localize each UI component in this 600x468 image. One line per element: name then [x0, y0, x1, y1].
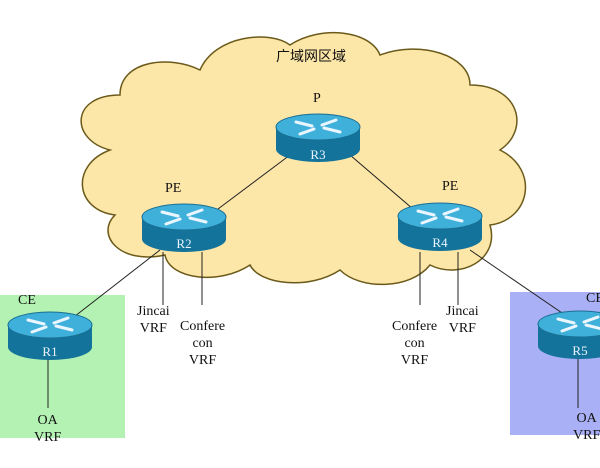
role-p: P — [313, 91, 321, 106]
link-r1-r2 — [69, 249, 161, 321]
router-label-r2: R2 — [176, 236, 192, 251]
role-pe-left: PE — [165, 181, 182, 196]
role-pe-right: PE — [442, 179, 459, 194]
router-r2-icon — [141, 203, 227, 252]
router-label-r4: R4 — [432, 235, 448, 250]
router-r4-icon — [397, 202, 483, 251]
router-label-r3: R3 — [310, 147, 326, 162]
role-ce-right: CE — [586, 291, 600, 306]
router-r5-icon — [537, 310, 600, 359]
role-ce-left: CE — [18, 293, 36, 308]
router-r1-icon — [7, 311, 93, 360]
link-r2-r3 — [209, 154, 291, 216]
link-r3-r4 — [349, 154, 421, 216]
links — [47, 154, 579, 408]
link-r4-r5 — [469, 249, 566, 316]
router-r3-icon — [275, 113, 361, 162]
wan-title: 广域网区域 — [276, 50, 346, 65]
router-label-r1: R1 — [42, 344, 58, 359]
router-label-r5: R5 — [572, 343, 588, 358]
